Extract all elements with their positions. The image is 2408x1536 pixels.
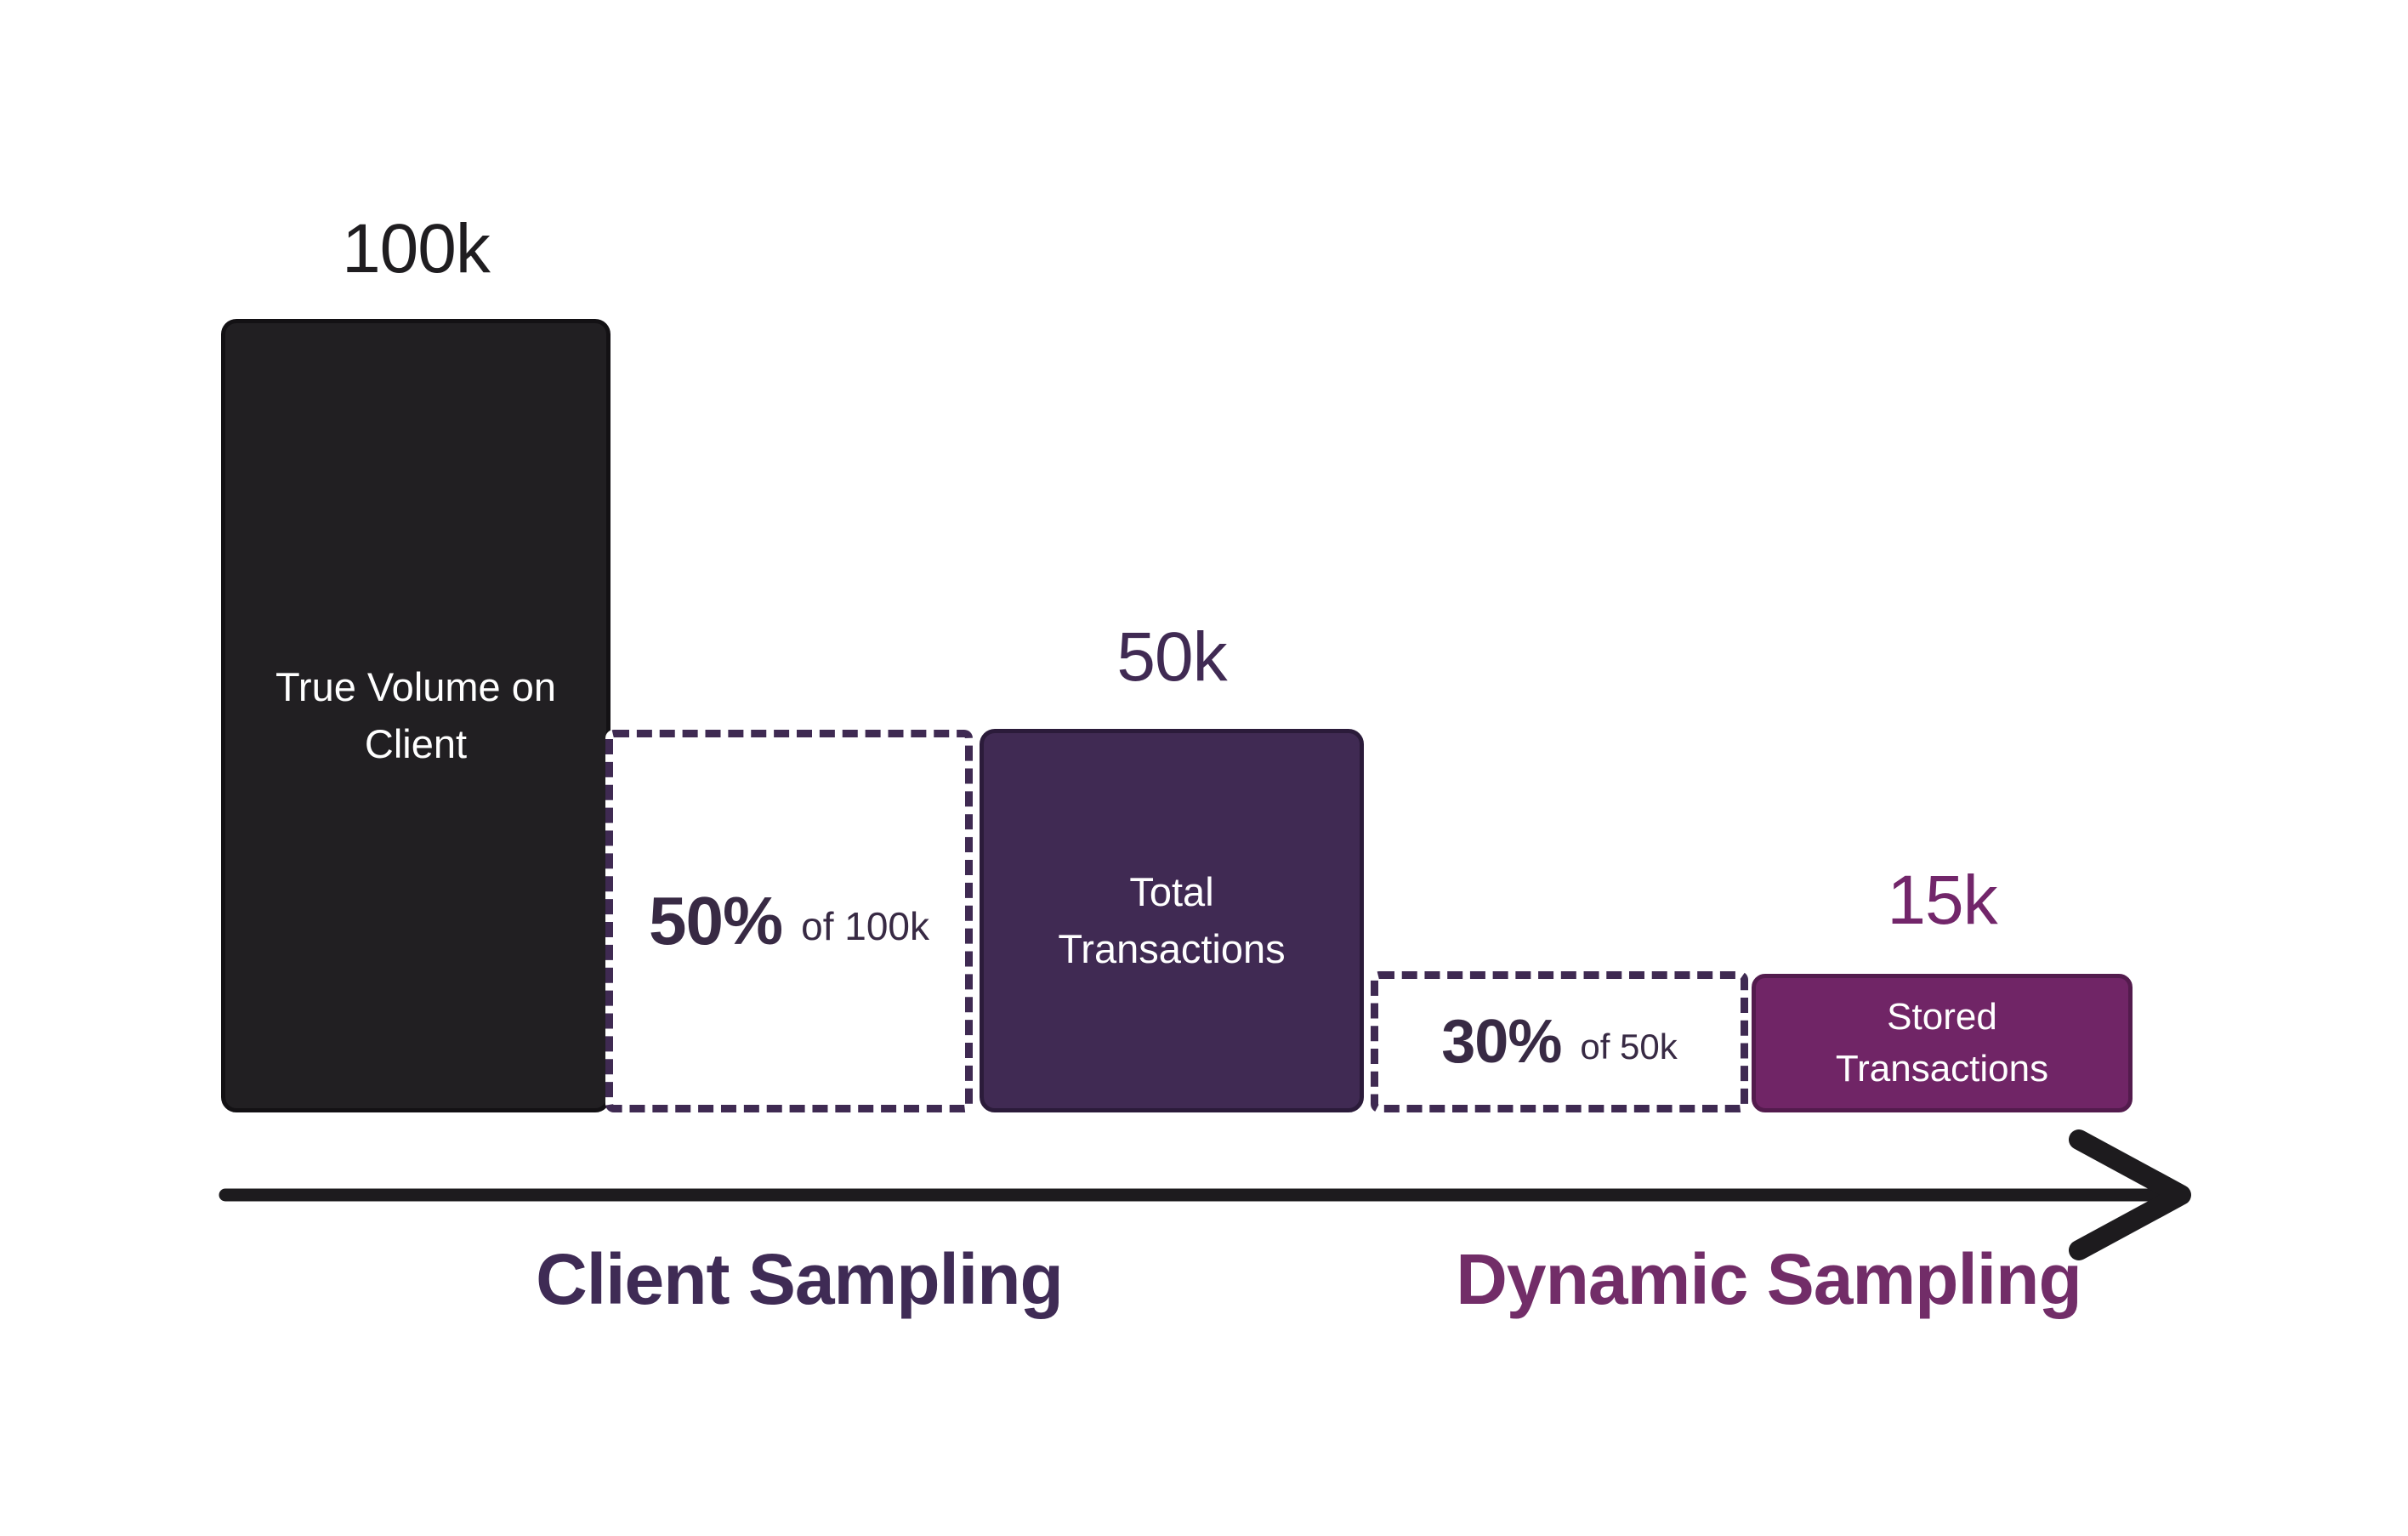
stored-transactions-label-line1: Stored <box>1887 995 1997 1038</box>
total-transactions-bar: Total Transactions <box>980 729 1364 1112</box>
client-sampling-percent: 50% <box>648 883 783 959</box>
timeline-arrow-icon <box>219 1129 2191 1260</box>
true-volume-bar: True Volume on Client <box>221 319 611 1112</box>
total-transactions-value: 50k <box>1116 618 1227 696</box>
dynamic-sampling-of-text: of 50k <box>1580 1027 1678 1067</box>
stored-transactions-value: 15k <box>1887 862 1997 939</box>
total-transactions-label-line2: Transactions <box>1058 925 1286 971</box>
dynamic-sampling-axis-label: Dynamic Sampling <box>1456 1239 2082 1319</box>
total-transactions-label-line1: Total <box>1129 868 1214 914</box>
dynamic-sampling-rate-box: 30% of 50k <box>1371 971 1748 1112</box>
true-volume-label-line1: True Volume on <box>275 663 557 709</box>
client-sampling-rate-box: 50% of 100k <box>605 730 973 1112</box>
client-sampling-of-text: of 100k <box>801 904 930 948</box>
true-volume-label-line2: Client <box>364 720 468 766</box>
true-volume-value: 100k <box>342 210 491 287</box>
stored-transactions-label-line2: Transactions <box>1835 1047 2049 1089</box>
stored-transactions-bar: Stored Transactions <box>1752 974 2133 1112</box>
client-sampling-axis-label: Client Sampling <box>536 1239 1064 1319</box>
dynamic-sampling-percent: 30% <box>1441 1008 1562 1076</box>
